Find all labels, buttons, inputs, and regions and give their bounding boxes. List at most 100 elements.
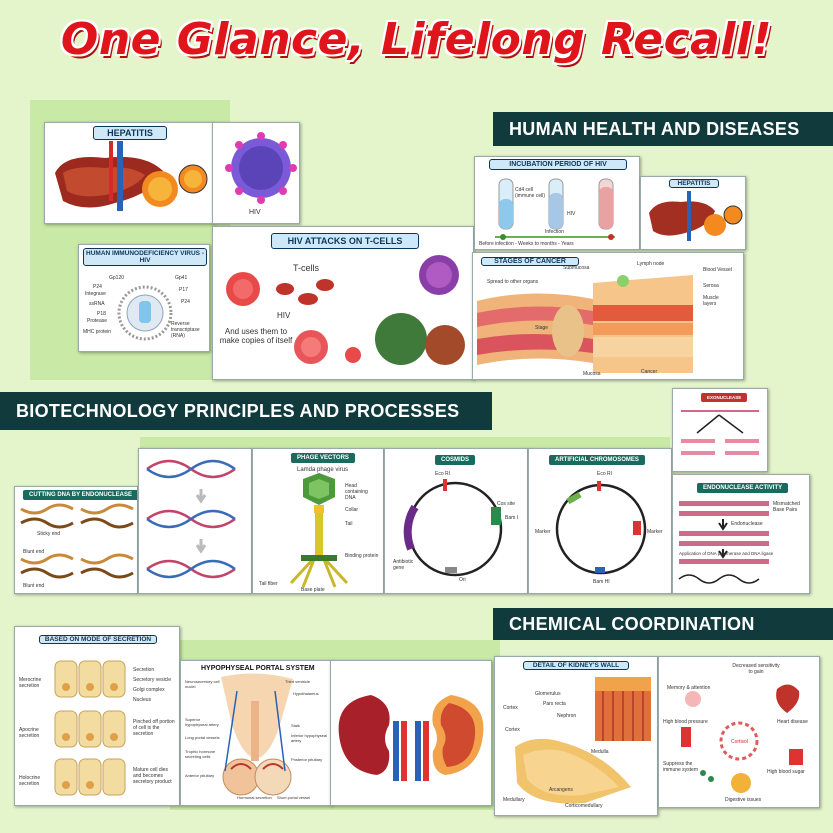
stress-effects-card: Decreased sensitivity to gain Memory & a… <box>658 656 820 808</box>
card-title: HIV ATTACKS ON T-CELLS <box>271 233 419 249</box>
section-banner-chemical: CHEMICAL COORDINATION <box>493 608 833 640</box>
kw-label-3: Nephron <box>557 713 577 719</box>
phage-subtitle: Lamda phage virus <box>297 467 349 473</box>
cancer-label-cancer: Cancer <box>641 369 658 375</box>
artificial-chromosomes-card: ARTIFICIAL CHROMOSOMES Eco RI Marker Mar… <box>528 448 672 594</box>
hiv-label: HIV <box>249 209 261 216</box>
portal-label-11: Short portal vessel <box>277 795 311 800</box>
liver-illustration <box>55 141 208 211</box>
stress-label-5: High blood sugar <box>767 769 805 775</box>
secretion-label-merocrine: Merocrine secretion <box>19 677 42 689</box>
secretion-label-golgi: Golgi complex <box>133 687 165 693</box>
kidney-illustration <box>338 695 484 781</box>
cancer-label-lymph: Lymph node <box>637 261 665 267</box>
portal-label-1: Third ventricle <box>285 679 311 684</box>
card-title: STAGES OF CANCER <box>481 257 579 266</box>
artificial-label-marker1: Marker <box>535 529 551 535</box>
portal-label-7: Trophic hormone secreting cells <box>185 749 216 759</box>
phage-vectors-card: PHAGE VECTORS Lamda phage virus Head con… <box>252 448 384 594</box>
cancer-label-serosa: Serosa <box>703 283 719 289</box>
dna-cutting-illustration <box>20 503 134 579</box>
kw-label-4: Medulla <box>591 749 609 755</box>
artificial-chromosome-diagram <box>555 481 647 575</box>
hiv-label-protease: Protease <box>87 318 108 324</box>
hiv-virus-illustration <box>225 132 297 204</box>
hiv-label-p24: P24 <box>93 284 102 290</box>
section-title: CHEMICAL COORDINATION <box>509 613 755 634</box>
portal-label-0: Neurosecretory cell nuclei <box>185 679 220 689</box>
stress-effects-illustration <box>681 684 803 793</box>
portal-label-5: Stalk <box>291 723 300 728</box>
portal-label-8: Posterior pituitary <box>291 757 323 762</box>
artificial-label-ecori: Eco RI <box>597 471 613 477</box>
cancer-label-spread: Spread to other organs <box>487 279 539 285</box>
card-title: HUMAN IMMUNODEFICIENCY VIRUS - HIV <box>83 248 207 266</box>
kw-label-5: Medullary <box>503 797 525 803</box>
hiv-image-card: HIV <box>212 122 300 224</box>
infection-label: Infection <box>545 229 564 235</box>
card-title: INCUBATION PERIOD OF HIV <box>489 159 627 170</box>
cosmid-label-ecori: Eco RI <box>435 471 451 477</box>
hepatitis-small-card: HEPATITIS <box>640 176 746 250</box>
secretion-label-mature: Mature cell dies and becomes secretory p… <box>133 767 172 785</box>
cd4-label: Cd4 cell (immune cell) <box>515 187 546 199</box>
hiv-label-gp41: Gp41 <box>175 275 188 281</box>
portal-label-10: Hormonal secretion <box>237 795 272 800</box>
portal-label-2: Hypothalamus <box>293 691 319 696</box>
cosmid-label-antibiotic: Antibiotic gene <box>393 559 414 571</box>
secretion-cells-illustration <box>54 660 126 796</box>
kidney-wall-illustration <box>515 677 651 804</box>
dna-label-sticky: Sticky end <box>37 531 61 537</box>
section-title: HUMAN HEALTH AND DISEASES <box>509 118 800 139</box>
cancer-layers-diagram <box>477 275 693 373</box>
timeline-label: Before infection - Weeks to months - Yea… <box>479 241 574 247</box>
card-title: CUTTING DNA BY ENDONUCLEASE <box>23 490 137 500</box>
card-title: COSMIDS <box>435 455 476 465</box>
section-banner-health: HUMAN HEALTH AND DISEASES <box>493 112 833 146</box>
card-title: ARTIFICIAL CHROMOSOMES <box>549 455 645 465</box>
phage-label-baseplate: Base plate <box>301 587 325 593</box>
phage-label-head: Head containing DNA <box>345 483 368 501</box>
portal-label-4: Long portal vessels <box>185 735 220 740</box>
hiv-structure-diagram <box>117 285 173 341</box>
phage-illustration <box>289 473 349 588</box>
pituitary-illustration <box>221 673 293 796</box>
dna-strands-card <box>138 448 252 594</box>
secretion-label-secretion: Secretion <box>133 667 155 673</box>
kw-label-1: Cortex <box>503 705 518 711</box>
hiv-label: HIV <box>567 211 576 217</box>
hiv-label-mhc: MHC protein <box>83 329 112 335</box>
kw-label-2: Pars recta <box>543 701 566 707</box>
stress-label-6: Suppress the immune system <box>663 761 699 773</box>
hiv-label-p18: P18 <box>97 311 106 317</box>
kw-label-8: Corticomedullary <box>565 803 603 809</box>
portal-label-6: Inferior hypophyseal artery <box>291 733 328 743</box>
cancer-stages-card: STAGES OF CANCER Spread to other organs … <box>472 252 744 380</box>
cancer-label-stage: Stage <box>535 325 549 331</box>
stress-label-3: High blood pressure <box>663 719 708 725</box>
card-title: ENDONUCLEASE ACTIVITY <box>697 483 789 493</box>
cosmid-label-ori: Ori <box>459 577 466 583</box>
kw-label-0: Glomerulus <box>535 691 561 697</box>
secretion-card: BASED ON MODE OF SECRETION Secretion Sec… <box>14 626 180 806</box>
hiv-caption: And uses them to make copies of itself <box>219 327 293 345</box>
cosmid-label-cos: Cos site <box>497 501 516 507</box>
kidney-wall-card: DETAIL OF KIDNEY'S WALL Glomerulus Corte… <box>494 656 658 816</box>
stress-label-7: Digestive issues <box>725 797 762 803</box>
cutting-dna-card: CUTTING DNA BY ENDONUCLEASE Sticky end B… <box>14 486 138 594</box>
section-banner-biotech: BIOTECHNOLOGY PRINCIPLES AND PROCESSES <box>0 392 492 430</box>
card-title: HEPATITIS <box>93 126 167 140</box>
exonuclease-card: EXONUCLEASE <box>672 388 768 472</box>
phage-label-collar: Collar <box>345 507 359 513</box>
hiv-attacks-card: HIV ATTACKS ON T-CELLS T-cells HIV And u… <box>212 226 474 380</box>
dna-strands-illustration <box>146 459 236 579</box>
secretion-label-pinched: Pinched off portion of cell is the secre… <box>133 719 175 737</box>
stress-label-1: Memory & attention <box>667 685 711 691</box>
card-title: EXONUCLEASE <box>701 393 748 402</box>
exonuclease-diagram <box>681 410 759 455</box>
secretion-label-holocrine: Holocrine secretion <box>19 775 41 787</box>
card-title: DETAIL OF KIDNEY'S WALL <box>523 661 629 670</box>
portal-label-9: Anterior pituitary <box>185 773 215 778</box>
incubation-card: INCUBATION PERIOD OF HIV Cd4 cell (immun… <box>474 156 640 250</box>
card-title: HEPATITIS <box>669 179 719 188</box>
